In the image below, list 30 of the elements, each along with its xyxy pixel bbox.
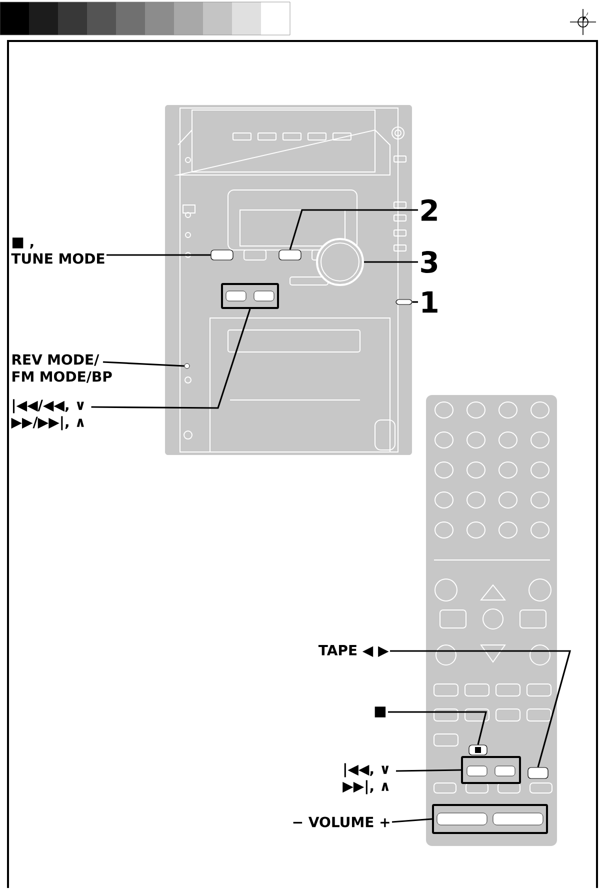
callout-label: ■	[374, 706, 386, 718]
button	[468, 744, 488, 756]
button	[528, 767, 548, 779]
leader-line	[289, 209, 418, 250]
button-group	[461, 756, 521, 784]
button-group	[432, 804, 548, 834]
leader-line	[390, 650, 572, 768]
button-group	[221, 283, 279, 309]
callout-label: REV MODE/ FM MODE/BP	[12, 354, 112, 383]
callout-number: 3	[421, 251, 438, 273]
leader-line	[388, 711, 488, 745]
callout-label: ■ , TUNE MODE	[11, 238, 104, 264]
button	[210, 250, 234, 260]
callout-label: |◀◀/◀◀, ∨ ▶▶/▶▶|, ∧	[11, 399, 84, 430]
leader-line	[364, 261, 418, 263]
callout-number: 2	[421, 199, 437, 221]
knob	[316, 238, 364, 286]
callout-label: |◀◀, ∨ ▶▶|, ∧	[342, 763, 389, 794]
callout-number: 1	[422, 291, 438, 313]
leader-line	[412, 301, 418, 303]
leader-line	[106, 254, 211, 256]
callout-label: TAPE ◀ ▶	[318, 645, 389, 657]
button	[278, 250, 302, 260]
callout-label: − VOLUME +	[293, 816, 390, 828]
jack	[184, 363, 190, 369]
indicator	[396, 299, 412, 305]
leader-line	[396, 769, 462, 772]
leader-line	[91, 308, 251, 409]
leader-line	[392, 818, 432, 823]
leader-line	[102, 361, 184, 367]
